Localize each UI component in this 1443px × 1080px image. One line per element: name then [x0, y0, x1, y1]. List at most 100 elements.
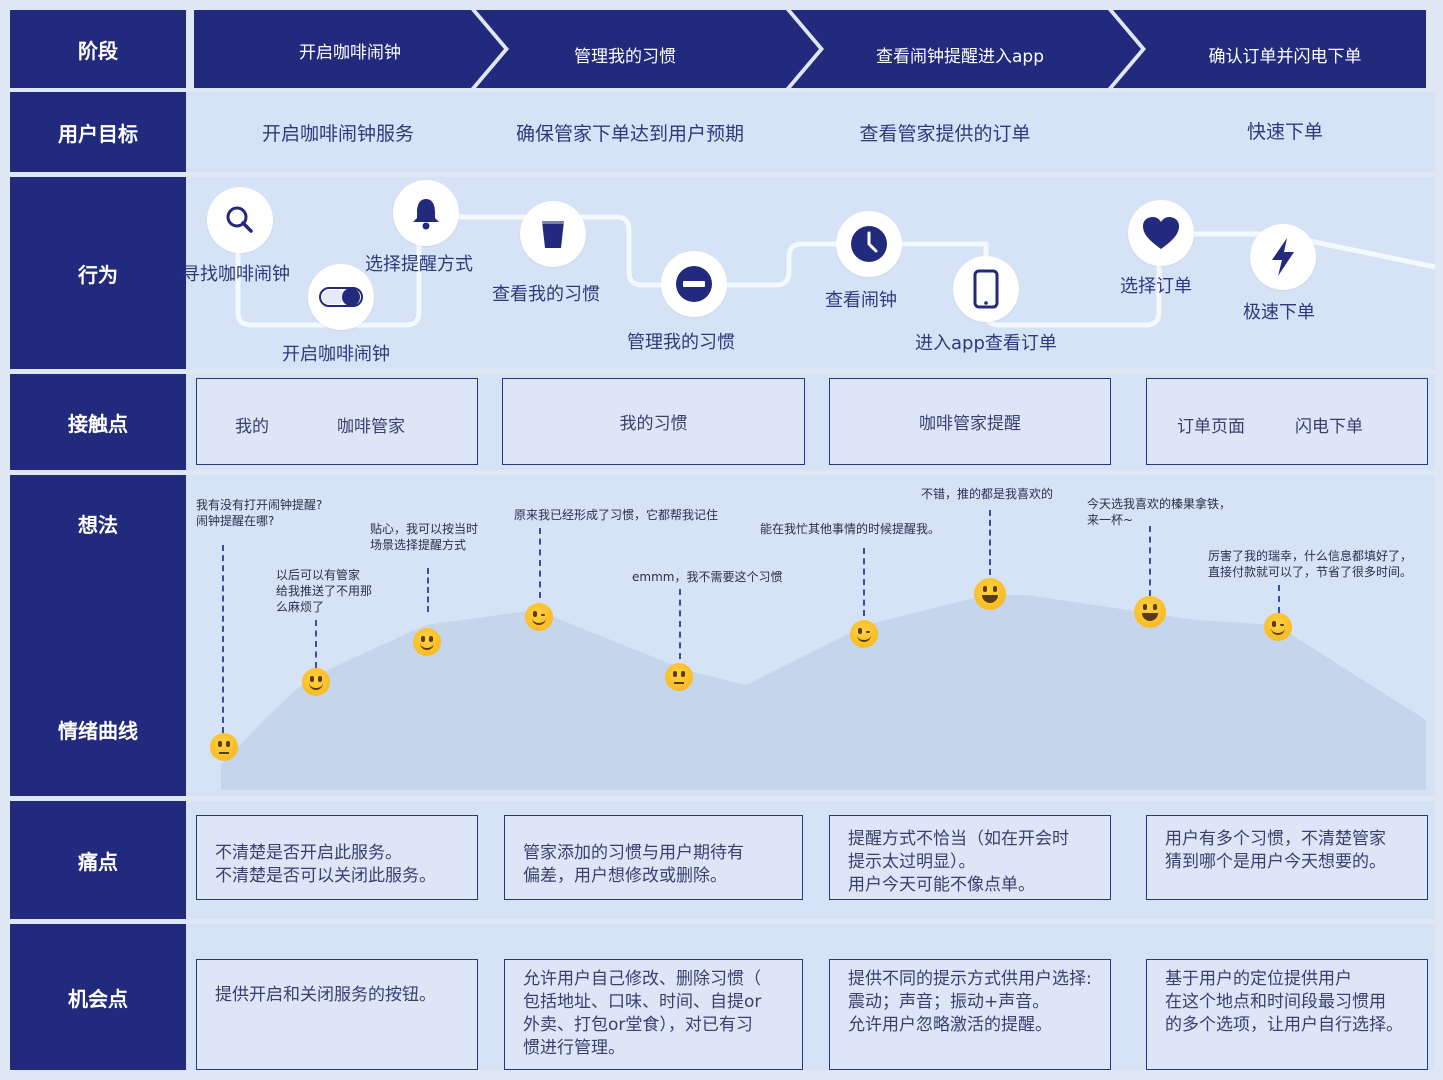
emotion-curve	[221, 595, 1426, 790]
thought-2: 以后可以有管家 给我推送了不用那 么麻烦了	[276, 568, 373, 615]
stage-title-4: 确认订单并闪电下单	[1208, 47, 1362, 67]
action-1-circle[interactable]	[207, 187, 273, 253]
pain-box-3: 提醒方式不恰当（如在开会时 提示太过明显）。 用户今天可能不像点单。	[829, 815, 1111, 900]
thought-line-1	[222, 545, 224, 733]
pain-3: 提醒方式不恰当（如在开会时 提示太过明显）。 用户今天可能不像点单。	[848, 829, 1069, 895]
action-label-1: 寻找咖啡闹钟	[182, 264, 290, 285]
pain-1: 不清楚是否开启此服务。 不清楚是否可以关闭此服务。	[215, 843, 436, 886]
thinking-face-icon	[210, 733, 238, 761]
action-7-circle[interactable]	[953, 256, 1019, 322]
opportunity-1: 提供开启和关闭服务的按钮。	[215, 985, 436, 1005]
wink-face-icon	[1264, 613, 1292, 641]
pain-2: 管家添加的习惯与用户期待有 偏差，用户想修改或删除。	[523, 843, 744, 886]
stage-arrow-4	[1113, 10, 1426, 88]
stage-title-1: 开启咖啡闹钟	[299, 43, 401, 63]
thought-1: 我有没有打开闹钟提醒? 闹钟提醒在哪?	[196, 498, 323, 529]
stage-title-2: 管理我的习惯	[574, 47, 676, 67]
minus-icon	[676, 266, 712, 302]
clock-icon	[851, 226, 887, 262]
thinking-face-icon	[665, 663, 693, 691]
thought-4: 原来我已经形成了习惯，它都帮我记住	[514, 508, 719, 522]
touchpoint-3: 咖啡管家提醒	[919, 414, 1021, 434]
stage-arrows	[186, 10, 1435, 88]
goal-4: 快速下单	[1246, 121, 1323, 143]
thought-8: 今天选我喜欢的榛果拿铁， 来一杯~	[1087, 497, 1232, 528]
lightning-icon	[1272, 238, 1294, 276]
row-label-thought-emotion: 想法 情绪曲线	[10, 475, 186, 796]
row-label-behavior: 行为	[10, 177, 186, 369]
thought-line-3	[427, 568, 429, 612]
opportunity-box-2: 允许用户自己修改、删除习惯（ 包括地址、口味、时间、自提or 外卖、打包or堂食…	[504, 959, 803, 1070]
opportunity-box-3: 提供不同的提示方式供用户选择: 震动；声音；振动+声音。 允许用户忽略激活的提醒…	[829, 959, 1111, 1070]
pain-box-4: 用户有多个习惯，不清楚管家 猜到哪个是用户今天想要的。	[1146, 815, 1428, 900]
thought-6: 能在我忙其他事情的时候提醒我。	[760, 522, 941, 536]
thought-5: emmm，我不需要这个习惯	[632, 570, 783, 584]
action-6-circle[interactable]	[836, 211, 902, 277]
row-label-goal: 用户目标	[10, 92, 186, 172]
action-label-9: 极速下单	[1243, 302, 1315, 323]
action-8-circle[interactable]	[1128, 200, 1194, 266]
grin-face-icon	[1134, 596, 1166, 628]
grin-face-icon	[974, 578, 1006, 610]
row-label-touchpoint: 接触点	[10, 374, 186, 470]
action-label-5: 管理我的习惯	[627, 332, 735, 353]
opportunity-box-1: 提供开启和关闭服务的按钮。	[196, 959, 478, 1070]
action-label-2: 开启咖啡闹钟	[282, 344, 390, 365]
behavior-path	[235, 214, 1435, 328]
action-label-7: 进入app查看订单	[915, 333, 1057, 354]
stage-arrow-3	[791, 10, 1141, 88]
row-label-stage: 阶段	[10, 10, 186, 88]
stage-title-3: 查看闹钟提醒进入app	[876, 47, 1044, 67]
search-icon	[226, 206, 253, 233]
phone-icon	[973, 269, 999, 309]
touchpoint-2: 我的习惯	[619, 414, 688, 434]
action-4-circle[interactable]	[520, 201, 586, 267]
opportunity-4: 基于用户的定位提供用户 在这个地点和时间段最习惯用 的多个选项，让用户自行选择。	[1165, 969, 1403, 1035]
pain-4: 用户有多个习惯，不清楚管家 猜到哪个是用户今天想要的。	[1165, 829, 1386, 872]
thought-line-8	[1149, 526, 1151, 596]
action-3-circle[interactable]	[393, 180, 459, 246]
thought-line-7	[989, 510, 991, 575]
goal-band	[186, 92, 1435, 172]
heart-icon	[1143, 217, 1179, 249]
touchpoint-1a: 我的	[235, 417, 269, 437]
thought-3: 贴心，我可以按当时 场景选择提醒方式	[370, 522, 479, 553]
touchpoint-box-4: 订单页面 闪电下单	[1146, 378, 1428, 465]
wink-face-icon	[525, 603, 553, 631]
opportunity-3: 提供不同的提示方式供用户选择: 震动；声音；振动+声音。 允许用户忽略激活的提醒…	[848, 969, 1092, 1035]
pain-box-2: 管家添加的习惯与用户期待有 偏差，用户想修改或删除。	[504, 815, 803, 900]
cup-icon	[541, 220, 565, 248]
slight-smile-face-icon	[302, 668, 330, 696]
action-label-6: 查看闹钟	[825, 290, 897, 311]
action-label-3: 选择提醒方式	[365, 254, 473, 275]
thought-line-4	[539, 528, 541, 598]
thought-line-6	[863, 548, 865, 616]
thought-line-9	[1278, 585, 1280, 613]
stage-arrow-2	[476, 10, 819, 88]
touchpoint-4b: 闪电下单	[1295, 417, 1363, 437]
goal-1: 开启咖啡闹钟服务	[261, 123, 414, 145]
thought-line-5	[679, 589, 681, 659]
row-label-emotion: 情绪曲线	[58, 719, 138, 743]
action-5-circle[interactable]	[661, 251, 727, 317]
stage-arrow-1	[194, 10, 504, 88]
row-label-pain: 痛点	[10, 801, 186, 919]
wink-face-icon	[850, 620, 878, 648]
action-label-8: 选择订单	[1120, 276, 1192, 297]
action-9-circle[interactable]	[1250, 224, 1316, 290]
touchpoint-1b: 咖啡管家	[337, 417, 405, 437]
pain-box-1: 不清楚是否开启此服务。 不清楚是否可以关闭此服务。	[196, 815, 478, 900]
opportunity-2: 允许用户自己修改、删除习惯（ 包括地址、口味、时间、自提or 外卖、打包or堂食…	[523, 969, 762, 1058]
goal-2: 确保管家下单达到用户预期	[515, 123, 744, 145]
touchpoint-box-2: 我的习惯	[502, 378, 805, 465]
action-label-4: 查看我的习惯	[492, 284, 600, 305]
action-2-circle[interactable]	[308, 264, 374, 330]
row-label-opportunity: 机会点	[10, 924, 186, 1070]
thought-line-2	[315, 620, 317, 668]
touchpoint-4a: 订单页面	[1177, 417, 1245, 437]
row-label-thought: 想法	[78, 513, 118, 537]
thought-7: 不错，推的都是我喜欢的	[921, 487, 1054, 501]
thought-9: 厉害了我的瑞幸，什么信息都填好了， 直接付款就可以了，节省了很多时间。	[1208, 549, 1413, 580]
opportunity-box-4: 基于用户的定位提供用户 在这个地点和时间段最习惯用 的多个选项，让用户自行选择。	[1146, 959, 1428, 1070]
touchpoint-box-1: 我的 咖啡管家	[196, 378, 478, 465]
